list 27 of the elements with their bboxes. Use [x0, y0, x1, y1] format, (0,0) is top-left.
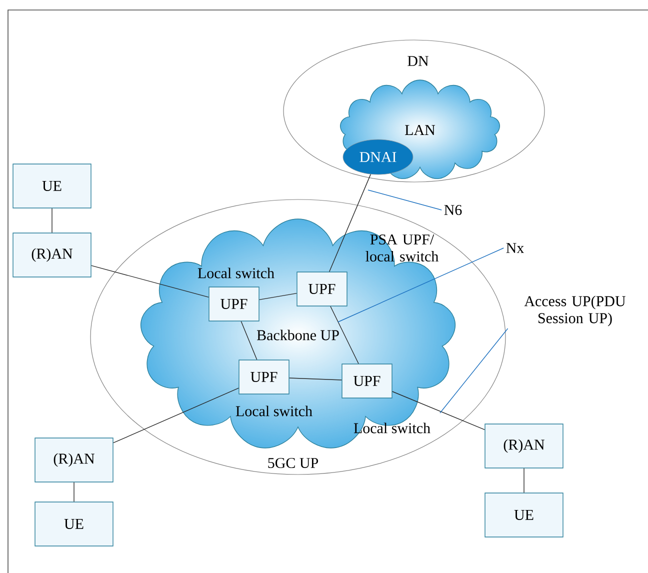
connector-line [91, 265, 209, 298]
element-box: UPF [238, 360, 290, 394]
leader-line [368, 190, 442, 210]
node-caption: Local switch [198, 268, 274, 278]
element-box: (R)AN [484, 424, 564, 468]
interface-label: Access UP(PDU Session UP) [524, 296, 626, 326]
connector-line [113, 388, 239, 444]
connector-line [240, 321, 258, 360]
connector-line [259, 292, 297, 300]
element-box: UPF [342, 364, 392, 398]
leader-line [338, 248, 504, 322]
node-caption: Local switch [236, 406, 312, 416]
interface-label: N6 [444, 204, 462, 216]
connector-line [392, 391, 485, 430]
element-box: (R)AN [12, 232, 92, 278]
element-box: UE [12, 164, 92, 208]
connector-line [330, 306, 359, 364]
element-box: UPF [296, 272, 348, 306]
element-box: UE [34, 502, 114, 546]
element-box: (R)AN [34, 438, 114, 482]
element-box: UPF [208, 286, 260, 322]
element-box: UE [484, 492, 564, 538]
connector-line [289, 378, 342, 380]
connector-line [329, 174, 372, 272]
interface-label: Nx [506, 243, 524, 253]
leader-line [440, 328, 508, 414]
ellipse-badge: DNAI [342, 139, 414, 175]
